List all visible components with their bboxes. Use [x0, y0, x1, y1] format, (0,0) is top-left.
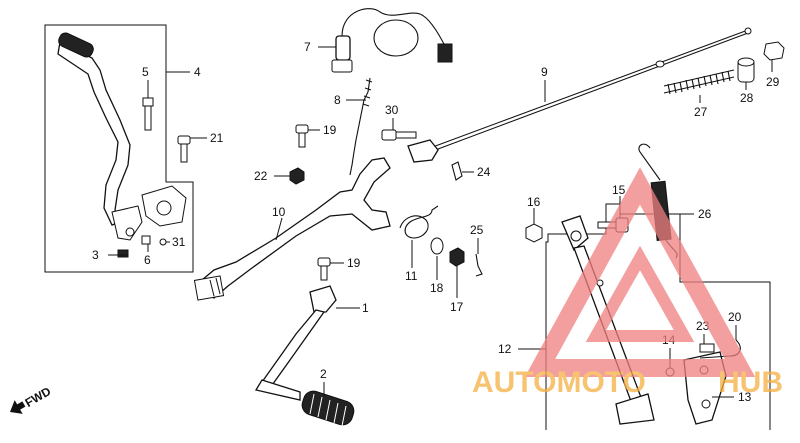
label-10: 10: [272, 205, 286, 219]
label-26: 26: [698, 207, 712, 221]
brake-rod-9: [429, 27, 752, 153]
spring-8: [349, 77, 371, 176]
bolt-5: [142, 97, 154, 131]
label-25: 25: [470, 223, 484, 237]
label-7: 7: [304, 40, 311, 54]
label-24: 24: [477, 165, 491, 179]
spring-27: [663, 69, 735, 95]
watermark-logo: AUTOMOTO HUB: [472, 167, 783, 399]
bolt-21: [177, 135, 191, 163]
return-spring-11: [399, 205, 439, 239]
label-19-lower: 19: [347, 256, 361, 270]
stop-switch-7: [331, 8, 453, 73]
collar-28: [737, 57, 755, 83]
nut-17: [449, 247, 465, 267]
label-15: 15: [612, 183, 626, 197]
nut-16: [525, 223, 543, 243]
fwd-arrow: FWD: [10, 384, 54, 414]
oring-31: [159, 238, 167, 246]
spring-6: [141, 235, 151, 245]
bolt-23: [699, 343, 715, 353]
label-22: 22: [254, 169, 268, 183]
nut-29: [763, 41, 785, 61]
gear-change-pedal: [57, 32, 187, 241]
kick-starter-arm-1: [254, 285, 337, 401]
label-31: 31: [172, 235, 186, 249]
bolt-19-lower: [317, 257, 331, 281]
label-16: 16: [527, 195, 541, 209]
group-frame-4: [44, 24, 194, 273]
label-27: 27: [694, 105, 708, 119]
watermark-text-right: HUB: [718, 366, 783, 399]
label-6: 6: [144, 253, 151, 267]
part-number-labels: 4 5 21 3 6 31 7 8 9 30 19 22 24 10 11 18…: [92, 40, 780, 404]
label-9: 9: [541, 65, 548, 79]
label-17: 17: [450, 300, 464, 314]
pin-25: [475, 253, 483, 277]
nut-22: [289, 167, 305, 185]
brake-rod-joint-30: [381, 129, 439, 163]
label-13: 13: [738, 390, 752, 404]
label-20: 20: [728, 310, 742, 324]
label-12: 12: [498, 342, 512, 356]
label-3: 3: [92, 248, 99, 262]
label-30: 30: [385, 103, 399, 117]
label-18: 18: [430, 281, 444, 295]
washer-18: [430, 237, 444, 255]
fwd-label: FWD: [23, 384, 54, 410]
bolt-19-upper: [295, 124, 309, 148]
label-19-upper: 19: [323, 123, 337, 137]
label-29: 29: [766, 75, 780, 89]
label-21: 21: [210, 131, 224, 145]
kick-rubber-2: [301, 390, 355, 427]
label-5: 5: [142, 65, 149, 79]
brake-pedal-10: [193, 157, 391, 301]
label-4: 4: [194, 65, 201, 79]
cotter-pin-24: [451, 161, 463, 181]
label-28: 28: [740, 91, 754, 105]
label-11: 11: [405, 269, 418, 283]
nut-3: [117, 249, 129, 258]
label-2: 2: [320, 367, 327, 381]
label-1: 1: [362, 301, 369, 315]
label-8: 8: [334, 93, 341, 107]
watermark-text-left: AUTOMOTO: [472, 366, 646, 399]
